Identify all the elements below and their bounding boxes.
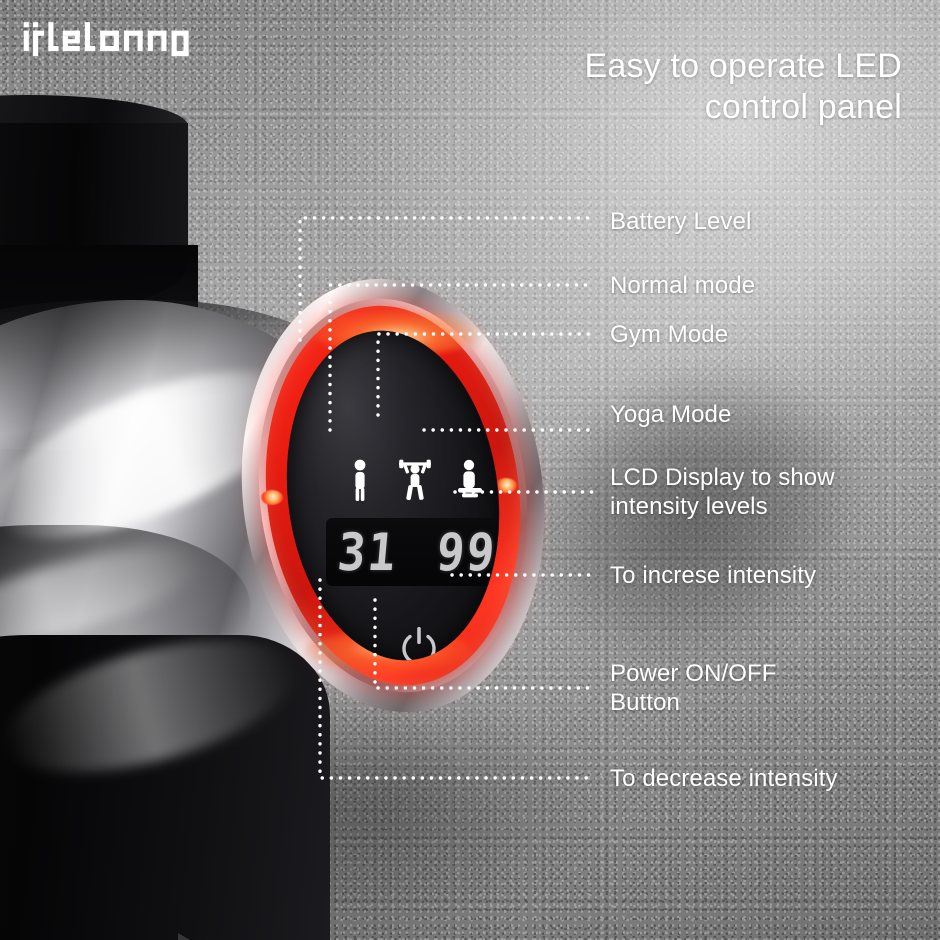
led-control-dial[interactable]: 31 99 <box>217 261 569 730</box>
callout-power-button: Power ON/OFF Button <box>610 660 777 716</box>
callout-decrease-intensity: To decrease intensity <box>610 765 838 792</box>
mode-icon-row <box>340 456 490 502</box>
led-indicator-left <box>261 490 283 505</box>
lifelong-logo-icon <box>23 22 189 57</box>
standing-person-icon[interactable] <box>340 458 380 502</box>
callout-yoga-mode: Yoga Mode <box>610 401 732 428</box>
led-indicator-right <box>495 478 517 493</box>
dial-face: 31 99 <box>268 318 518 673</box>
page-title: Easy to operate LED control panel <box>382 46 902 128</box>
minus-icon[interactable] <box>326 630 360 664</box>
callout-normal-mode: Normal mode <box>610 272 756 299</box>
callout-battery-level: Battery Level <box>610 208 752 235</box>
brand-logo <box>22 20 192 62</box>
headline-line-1: Easy to operate LED <box>584 47 902 85</box>
headline-line-2: control panel <box>704 88 902 126</box>
callout-increase-intensity: To increse intensity <box>610 562 817 589</box>
callout-lcd-display: LCD Display to show intensity levels <box>610 464 835 520</box>
lcd-right-value: 99 <box>433 521 499 583</box>
callout-gym-mode: Gym Mode <box>610 321 729 348</box>
handle-triangle-marking <box>178 933 200 940</box>
lcd-display: 31 99 <box>326 518 508 586</box>
weightlifter-icon[interactable] <box>395 458 435 502</box>
lcd-left-value: 31 <box>335 521 401 583</box>
seated-yoga-person-icon[interactable] <box>450 458 490 502</box>
black-handle <box>0 635 330 940</box>
